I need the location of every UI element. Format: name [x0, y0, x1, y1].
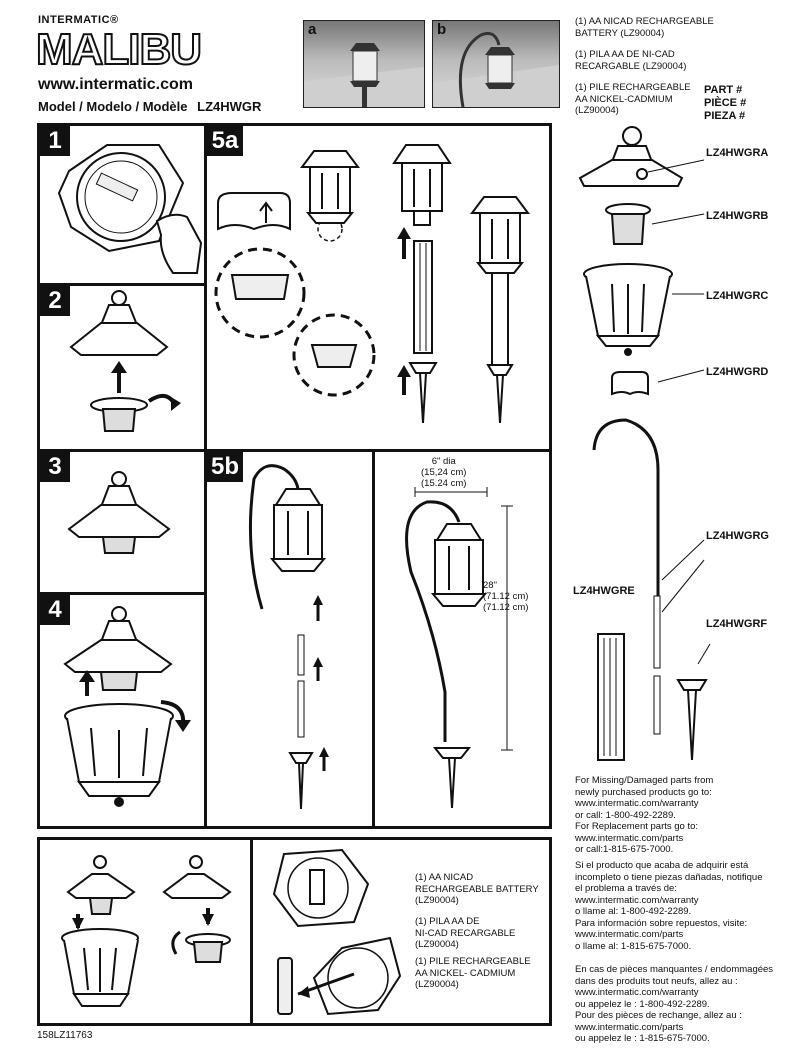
view-a-label: a	[308, 21, 317, 38]
lantern-disassembly-drawing	[61, 855, 232, 1007]
bottom-battery-fr: (1) PILE RECHARGEABLE AA NICKEL- CADMIUM…	[415, 956, 531, 990]
height-label: 28" (71.12 cm) (71.12 cm)	[483, 580, 529, 613]
top-cap-drawing	[69, 290, 181, 432]
part-d-label: LZ4HWGRD	[706, 366, 769, 378]
part-f-label: LZ4HWGRF	[706, 618, 768, 630]
malibu-logo: MALIBU	[35, 25, 203, 75]
battery-replacement-panel: (1) AA NICAD RECHARGEABLE BATTERY (LZ900…	[37, 837, 552, 1026]
part-c-label: LZ4HWGRC	[706, 290, 769, 302]
step-5a-badge: 5a	[207, 126, 243, 156]
step-2-panel	[37, 283, 207, 452]
support-text-en: For Missing/Damaged parts from newly pur…	[575, 775, 714, 855]
model-number: LZ4HWGR	[197, 99, 262, 114]
diameter-label: 6" dia (15,24 cm) (15.24 cm)	[421, 456, 467, 489]
stake-assembly-drawing	[214, 144, 530, 424]
hook-lamp-icon	[433, 31, 559, 108]
cap-onto-lantern-drawing	[63, 606, 191, 807]
assembled-cap-drawing	[67, 471, 171, 554]
step-2-badge: 2	[40, 286, 70, 316]
bottom-battery-en: (1) AA NICAD RECHARGEABLE BATTERY (LZ900…	[415, 872, 539, 906]
step-5b-badge: 5b	[207, 452, 243, 482]
step-5b-panel	[204, 449, 375, 829]
battery-note-fr: (1) PILE RECHARGEABLE AA NICKEL-CADMIUM …	[575, 82, 691, 116]
hook-light-dimension-drawing	[405, 487, 513, 809]
part-a-label: LZ4HWGRA	[706, 147, 769, 159]
lamp-icon	[304, 43, 424, 107]
website-url: www.intermatic.com	[38, 76, 193, 93]
divider	[250, 840, 253, 1023]
step-4-panel	[37, 592, 207, 829]
part-e-label: LZ4HWGRE	[573, 585, 635, 597]
view-b-label: b	[437, 21, 447, 38]
parts-list-drawing	[578, 126, 711, 761]
battery-install-drawing	[57, 144, 203, 274]
dimension-view: 6" dia (15,24 cm) (15.24 cm) 28" (71.12 …	[375, 452, 549, 826]
view-a-photo: a	[303, 20, 425, 108]
step-4-badge: 4	[40, 595, 70, 625]
step-5a-panel	[204, 123, 552, 452]
step-3-badge: 3	[40, 452, 70, 482]
part-b-label: LZ4HWGRB	[706, 210, 769, 222]
model-line: Model / Modelo / Modèle LZ4HWGR	[38, 99, 261, 114]
support-text-es: Si el producto que acaba de adquirir est…	[575, 860, 763, 952]
part-g-label: LZ4HWGRG	[706, 530, 769, 542]
intermatic-logo: INTERMATIC®	[38, 14, 119, 26]
step-1-badge: 1	[40, 126, 70, 156]
step-3-panel	[37, 449, 207, 595]
support-text-fr: En cas de pièces manquantes / endommagée…	[575, 964, 774, 1044]
model-label: Model / Modelo / Modèle	[38, 99, 188, 114]
part-header-en: PART #	[704, 84, 743, 96]
step-1-panel	[37, 123, 207, 286]
hook-assembly-drawing	[248, 464, 329, 810]
battery-door-drawing	[272, 848, 402, 1016]
view-b-photo: b	[432, 20, 560, 108]
document-code: 158LZ11763	[37, 1030, 93, 1041]
bottom-battery-es: (1) PILA AA DE NI-CAD RECARGABLE (LZ9000…	[415, 916, 516, 950]
battery-note-en: (1) AA NICAD RECHARGEABLE BATTERY (LZ900…	[575, 16, 714, 39]
part-header-es: PIEZA #	[704, 110, 746, 122]
part-header-fr: PIÈCE #	[704, 97, 747, 109]
battery-note-es: (1) PILA AA DE NI-CAD RECARGABLE (LZ9000…	[575, 49, 687, 72]
